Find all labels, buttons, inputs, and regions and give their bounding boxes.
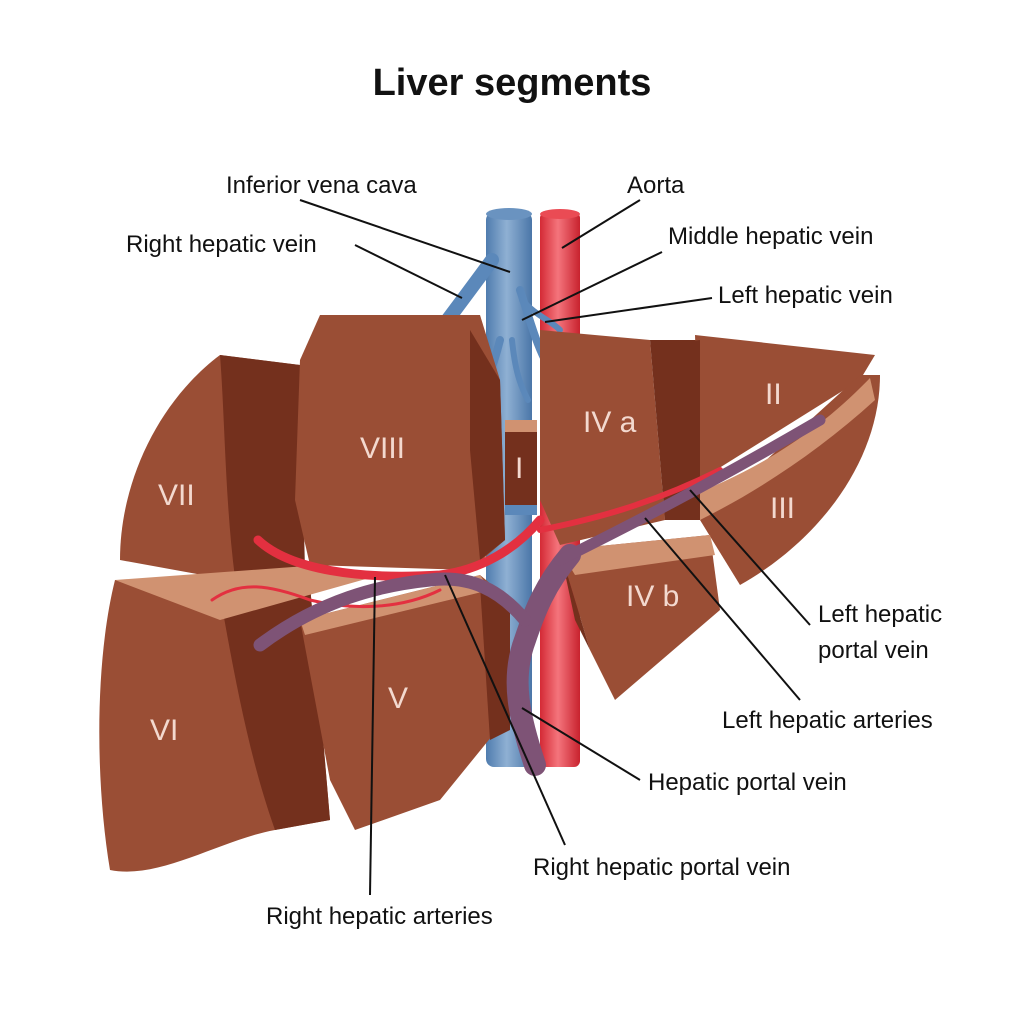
segment-IVb-shape: [560, 535, 720, 700]
label-left-hepatic-arteries: Left hepatic arteries: [722, 707, 933, 734]
label-middle-hepatic-vein: Middle hepatic vein: [668, 223, 873, 250]
segment-label-VI: VI: [150, 714, 178, 747]
label-right-hepatic-vein: Right hepatic vein: [126, 231, 317, 258]
label-left-hepatic-portal-vein-line1: Left hepatic: [818, 601, 942, 628]
label-right-hepatic-portal-vein: Right hepatic portal vein: [533, 854, 790, 881]
label-hepatic-portal-vein: Hepatic portal vein: [648, 769, 847, 796]
segment-II-III-shape: [655, 335, 880, 585]
segment-VII-shape: [120, 355, 305, 580]
segment-label-II: II: [765, 378, 782, 411]
segment-label-VII: VII: [158, 479, 195, 512]
leader-lines: [299, 199, 811, 896]
segment-VI-shape: [99, 565, 380, 872]
label-left-hepatic-vein: Left hepatic vein: [718, 282, 893, 309]
segment-VIII-shape: [295, 315, 505, 570]
segment-label-IVb: IV b: [626, 580, 679, 613]
diagram-title: Liver segments: [372, 62, 652, 104]
segment-label-III: III: [770, 492, 795, 525]
label-left-hepatic-portal-vein-line2: portal vein: [818, 637, 929, 664]
label-right-hepatic-arteries: Right hepatic arteries: [266, 903, 493, 930]
label-inferior-vena-cava: Inferior vena cava: [226, 172, 417, 199]
segment-label-IVa: IV a: [583, 406, 637, 439]
segment-label-V: V: [388, 682, 408, 715]
portal-veins: [253, 414, 826, 776]
segment-I-shape: [505, 420, 537, 515]
segment-label-VIII: VIII: [360, 432, 405, 465]
label-aorta: Aorta: [627, 172, 685, 199]
segment-label-I: I: [515, 452, 523, 485]
